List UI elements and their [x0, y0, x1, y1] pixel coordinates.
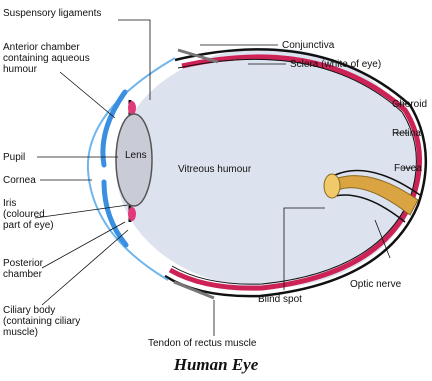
label-anterior-chamber-1: Anterior chamber [3, 42, 80, 53]
label-iris-1: Iris [3, 198, 16, 209]
label-vitreous-humour: Vitreous humour [178, 164, 252, 175]
ciliary-body-lower [128, 207, 136, 221]
label-conjunctiva: Conjunctiva [282, 40, 335, 51]
lens-label: Lens [125, 150, 147, 161]
leader-posterior [42, 222, 125, 268]
label-anterior-chamber-3: humour [3, 64, 38, 75]
leader-iris [35, 205, 128, 218]
label-posterior-chamber-2: chamber [3, 269, 43, 280]
blind-spot [324, 174, 340, 198]
label-fovea: Fovea [394, 163, 422, 174]
vitreous-body [116, 48, 420, 288]
label-optic-nerve: Optic nerve [350, 279, 402, 290]
figure-caption: Human Eye [0, 355, 432, 375]
leader-suspensory [118, 20, 150, 100]
leader-anterior [60, 72, 115, 118]
label-anterior-chamber-2: containing aqueous [3, 53, 90, 64]
label-cornea: Cornea [3, 175, 36, 186]
label-iris-3: part of eye) [3, 220, 54, 231]
leader-ciliary [42, 230, 128, 305]
label-iris-2: (coloured [3, 209, 45, 220]
ciliary-body-upper [128, 101, 136, 115]
label-sclera: Sclera (white of eye) [290, 59, 381, 70]
label-ciliary-body-1: Ciliary body [3, 305, 55, 316]
label-ciliary-body-3: muscle) [3, 327, 38, 338]
label-pupil: Pupil [3, 152, 25, 163]
eye-illustration: Lens Suspensory ligaments Anterior chamb… [0, 0, 432, 355]
label-suspensory-ligaments: Suspensory ligaments [3, 8, 101, 19]
label-blind-spot: Blind spot [258, 294, 302, 305]
label-ciliary-body-2: (containing ciliary [3, 316, 80, 327]
label-tendon: Tendon of rectus muscle [148, 338, 257, 349]
label-retina: Retina [392, 128, 421, 139]
label-posterior-chamber-1: Posterior [3, 258, 44, 269]
label-choroid: Choroid [392, 99, 427, 110]
